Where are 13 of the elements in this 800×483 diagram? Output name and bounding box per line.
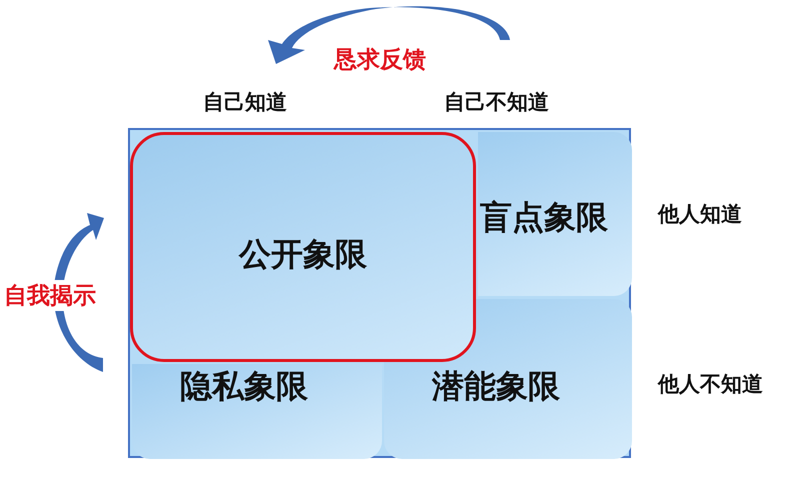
column-header: 自己不知道 <box>444 89 549 116</box>
quadrant-title: 隐私象限 <box>180 366 308 407</box>
row-header: 他人知道 <box>658 201 742 228</box>
column-header: 自己知道 <box>203 89 287 116</box>
quadrant-box <box>132 364 382 459</box>
quadrant-box <box>130 132 476 362</box>
quadrant-box <box>478 132 632 296</box>
quadrant-title: 盲点象限 <box>480 197 608 238</box>
quadrant-title: 潜能象限 <box>432 366 560 407</box>
quadrant-title: 公开象限 <box>238 234 368 275</box>
arrow-label: 自我揭示 <box>4 280 96 311</box>
row-header: 他人不知道 <box>658 371 763 398</box>
matrix-frame <box>128 128 631 458</box>
